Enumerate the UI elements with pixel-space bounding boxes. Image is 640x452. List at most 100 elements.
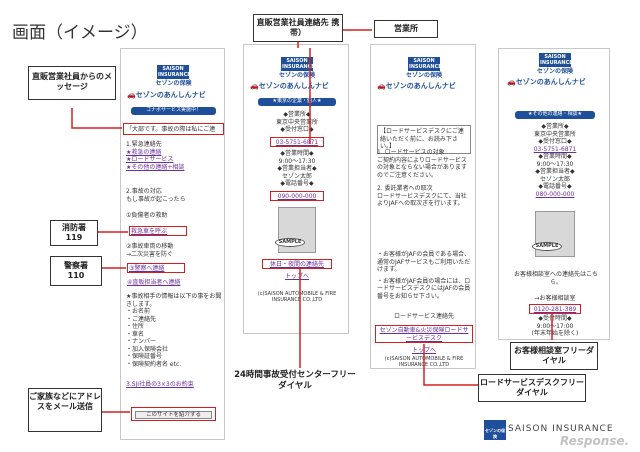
link-other[interactable]: ★その他の連絡+相談	[126, 163, 185, 171]
car-icon: 🚗	[250, 82, 259, 90]
phone-screen-message: SAISON INSURANCE セゾンの保険 🚗セゾンのあんしんナビ ゴナボサ…	[120, 48, 225, 440]
jaf-transfer: 2. 委託業者への取次 ロードサービスデスクにて、当社よりJAFへの取次ぎを行い…	[377, 185, 471, 208]
callout-road-service: ロードサービスデスクフリーダイヤル	[478, 374, 586, 402]
hours-label: ◆営業時間◆	[280, 150, 314, 157]
share-site-button[interactable]: このサイトを紹介する	[135, 411, 212, 419]
hours-value: 9:00〜17:30	[278, 157, 316, 165]
road-service-desk-link[interactable]: セゾン自動車&火災保険ロードサービスデスク	[375, 325, 473, 343]
info-item: ・お名前	[126, 308, 151, 315]
call-ambulance-link[interactable]: 救急車を呼ぶ	[129, 226, 187, 236]
phone-screen-other-contact: SAISON INSURANCE セゾンの保険 🚗セゾンのあんしんナビ ★その他…	[498, 48, 610, 340]
info-item: ・住所	[126, 323, 145, 330]
rep-name: セゾン太郎	[539, 175, 570, 183]
link-ambulance[interactable]: ★救急の連絡	[126, 148, 162, 156]
copyright: (c)SAISON AUTOMOBILE & FIRE INSURANCE CO…	[257, 291, 337, 303]
jaf-note: ・お客様がJAF会員の場合には、ロードサービスデスクにはJAFの会員番号をお知ら…	[377, 277, 471, 300]
office-tel-link[interactable]: 03-5751-6871	[270, 137, 324, 147]
police-number: 110	[67, 271, 85, 280]
car-icon: 🚗	[377, 82, 386, 90]
call-police-link[interactable]: ③警察へ連絡	[127, 263, 185, 273]
rep-label: ◆営業担当者◆	[277, 165, 317, 172]
navi-text: セゾンのあんしんナビ	[258, 82, 329, 90]
section-accident: 2.事故の対応 もし事故が起こったら	[126, 188, 224, 203]
promise-link[interactable]: 3.SJI社員の3×3のお約束	[126, 381, 194, 388]
callout-customer-desk: お客様相談室フリーダイヤル	[510, 342, 598, 370]
car-icon: 🚗	[127, 91, 136, 99]
logo-text-saison: SAISON	[162, 66, 184, 72]
callout-office: 営業所	[374, 20, 438, 38]
mobile-tel-link[interactable]: 080-000-000	[535, 190, 575, 198]
step-2-text: ②事故車両の移動	[126, 243, 174, 250]
footer-logo-text: セゾンの保険	[485, 428, 505, 439]
connector-message	[71, 108, 122, 129]
callout-direct-sales: 直販営業社員連絡先 携帯）	[253, 14, 343, 42]
fire-label: 消防署	[62, 223, 86, 232]
desk-hours-note: (年末年始を除く)	[531, 330, 579, 337]
desk-hours-value: 9:00〜17:00	[536, 322, 574, 330]
saison-logo: SAISON INSURANCE	[281, 57, 315, 71]
callout-fire: 消防署 119	[50, 220, 98, 246]
step-2: ②事故車両の移動 →二次災害を防ぐ	[126, 243, 173, 258]
notice-box: 【ロードサービスデスクにご連絡いただく前に、お読み下さい。】	[377, 125, 471, 154]
desk-hours: ◆受付時間◆ 9:00〜17:00 (年末年始を除く)	[499, 315, 611, 338]
phone-screen-direct-sales: SAISON INSURANCE セゾンの保険 🚗セゾンのあんしんナビ ★東京の…	[243, 44, 349, 334]
step-2-sub: →二次災害を防ぐ	[126, 250, 174, 258]
office-name: 東京中央営業所	[275, 118, 318, 126]
mobile-label: ◆電話番号◆	[280, 180, 314, 187]
saison-logo: SAISON INSURANCE	[539, 53, 573, 67]
navi-text: セゾンのあんしんナビ	[515, 78, 586, 86]
contact-rep-link[interactable]: ④直販担当者へ連絡	[127, 279, 181, 286]
sample-stamp: SAMPLE	[532, 242, 562, 251]
navi-text: セゾンのあんしんナビ	[385, 82, 456, 90]
police-label: 警察署	[64, 261, 88, 270]
red-connectors	[71, 29, 553, 413]
office-info: ◆営業所◆ 東京中央営業所 ◆受付窓口◆ 03-5751-6871 ◆営業時間◆…	[499, 123, 611, 198]
callout-family-mail: ご家族などにアドレスをメール送信	[28, 388, 102, 432]
desk-hours-label: ◆受付時間◆	[538, 315, 572, 322]
staff-photo: SAMPLE	[275, 207, 316, 253]
tel-label: ◆受付窓口◆	[280, 126, 314, 133]
link-road-service[interactable]: ★ロードサービス	[126, 156, 174, 163]
tel-label: ◆受付窓口◆	[538, 138, 572, 145]
office-tel-link[interactable]: 03-5751-6871	[533, 145, 577, 153]
section-1-heading: 1.緊急連絡先	[126, 141, 162, 148]
hours-label: ◆営業時間◆	[538, 153, 572, 160]
customer-desk-tel-link[interactable]: 0120-281-389	[529, 304, 581, 314]
info-item: ・保険証番号	[126, 353, 163, 360]
footer-brand: SAISON INSURANCE	[508, 424, 614, 434]
section-2-heading: 2.事故の対応	[126, 188, 162, 195]
sample-stamp: SAMPLE	[275, 238, 305, 247]
hours-info: ◆営業時間◆ 9:00〜17:30 ◆営業担当者◆ セゾン太郎 ◆電話番号◆	[244, 150, 350, 188]
section-bar: ★その他の連絡・相談★	[515, 111, 595, 119]
logo-text-saison: SAISON	[286, 58, 308, 64]
logo-text-insurance: INSURANCE	[282, 64, 315, 70]
logo-subtitle: セゾンの保険	[405, 72, 442, 79]
scope-body: ご契約内容によりロードサービスの対象とならない場合がありますのでご注意ください。	[377, 156, 467, 179]
holiday-contact-link[interactable]: 休日・夜間の連絡先	[262, 259, 332, 269]
section-2-sub: もし事故が起こったら	[126, 195, 186, 203]
hours-value: 9:00〜17:30	[536, 160, 574, 168]
staff-photo: SAMPLE	[532, 211, 575, 257]
section-bar: ★東京の企業・個人★	[258, 98, 336, 106]
share-site-box: このサイトを紹介する	[131, 407, 216, 421]
rep-name: セゾン太郎	[281, 172, 312, 180]
message-text: 「大部です。事故の際は私にご連	[126, 126, 216, 133]
mobile-label: ◆電話番号◆	[538, 183, 572, 190]
logo-subtitle: セゾンの保険	[278, 72, 315, 79]
info-item: ・加入保険会社	[126, 345, 169, 353]
mobile-tel-link[interactable]: 090-000-000	[270, 191, 324, 201]
callout-message: 直販営業社員からのメッセージ	[28, 66, 116, 100]
navi-title: 🚗セゾンのあんしんナビ	[250, 82, 345, 91]
logo-subtitle: セゾンの保険	[536, 68, 573, 75]
info-item: ・ご連絡先	[126, 315, 157, 323]
navi-title: 🚗セゾンのあんしんナビ	[127, 91, 222, 100]
section-emergency: 1.緊急連絡先 ★救急の連絡 ★ロードサービス ★その他の連絡+相談	[126, 141, 224, 171]
office-label: ◆営業所◆	[283, 111, 311, 118]
navi-text: セゾンのあんしんナビ	[135, 91, 206, 99]
logo-subtitle: セゾンの保険	[155, 80, 192, 87]
car-icon: 🚗	[507, 78, 516, 86]
top-link[interactable]: トップへ	[284, 273, 309, 280]
navi-title: 🚗セゾンのあんしんナビ	[507, 78, 605, 87]
logo-text-insurance: INSURANCE	[409, 64, 442, 70]
saison-logo: SAISON INSURANCE	[408, 57, 442, 71]
